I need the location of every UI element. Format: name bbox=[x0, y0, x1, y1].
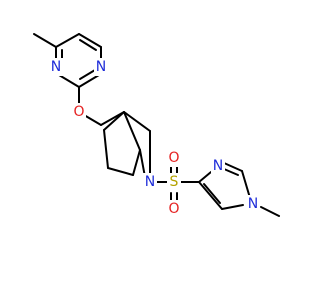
atom-label: N bbox=[248, 196, 258, 212]
bond-pyr-c2-n3 bbox=[58, 74, 80, 88]
atom-label: O bbox=[168, 201, 179, 217]
atom-sulfonyl-oxygen-top: O bbox=[167, 149, 181, 167]
atom-ring-nitrogen: N bbox=[143, 173, 157, 191]
atom-pyrimidine-n-top: N bbox=[94, 58, 108, 76]
bond-im-c4-n3 bbox=[198, 171, 212, 183]
bond-im-c2-n1 bbox=[241, 170, 251, 199]
bond-pyr-n1-c2-double bbox=[79, 69, 96, 80]
bond-c4-c5 bbox=[103, 129, 109, 169]
molecule-structure: N N O O S O N bbox=[33, 33, 280, 218]
atom-pyrimidine-n-bottom: N bbox=[49, 58, 63, 76]
atom-sulfur: S bbox=[167, 173, 181, 191]
bond-methyl-pyrimidine bbox=[33, 33, 57, 48]
atom-imidazole-nitrogen-top: N bbox=[211, 157, 225, 175]
bond-oxygen-ch2 bbox=[83, 114, 102, 126]
bond-pyr-c4-c5 bbox=[55, 33, 80, 48]
atom-label: S bbox=[170, 174, 179, 190]
atom-label: N bbox=[96, 59, 106, 75]
bond-im-n3-c2-double bbox=[223, 168, 239, 176]
atom-imidazole-nitrogen-methyl: N bbox=[246, 195, 260, 213]
atom-ether-oxygen: O bbox=[72, 103, 86, 121]
atom-sulfonyl-oxygen-bottom: O bbox=[167, 200, 181, 218]
bond-c5-c6 bbox=[107, 167, 134, 176]
atom-label: O bbox=[168, 150, 179, 166]
atom-label: N bbox=[213, 158, 223, 174]
atom-label: O bbox=[73, 104, 84, 120]
bond-pyr-c5-c6-double bbox=[79, 39, 97, 51]
bond-c6-c6a bbox=[132, 149, 141, 176]
bond-im-n1-c5 bbox=[221, 204, 244, 210]
atom-layer: N N O O S O N bbox=[49, 58, 260, 218]
bond-layer bbox=[33, 33, 280, 217]
bond-im-c5-c4 bbox=[198, 181, 223, 210]
bond-im-c5-c4-double bbox=[203, 183, 221, 204]
atom-label: N bbox=[51, 59, 61, 75]
bond-im-n3-c2 bbox=[223, 162, 243, 172]
molecule-canvas: N N O O S O N bbox=[33, 33, 280, 218]
bond-c3a-c3 bbox=[123, 111, 151, 132]
bond-pyr-c5-c6 bbox=[78, 33, 102, 48]
bond-n2-c1 bbox=[139, 149, 146, 178]
bond-c6a-c3a bbox=[123, 111, 141, 151]
bond-n-methyl bbox=[260, 206, 280, 217]
bond-pyr-n1-c2 bbox=[78, 74, 100, 88]
atom-label: N bbox=[145, 174, 155, 190]
bond-c3a-c4 bbox=[103, 111, 125, 131]
